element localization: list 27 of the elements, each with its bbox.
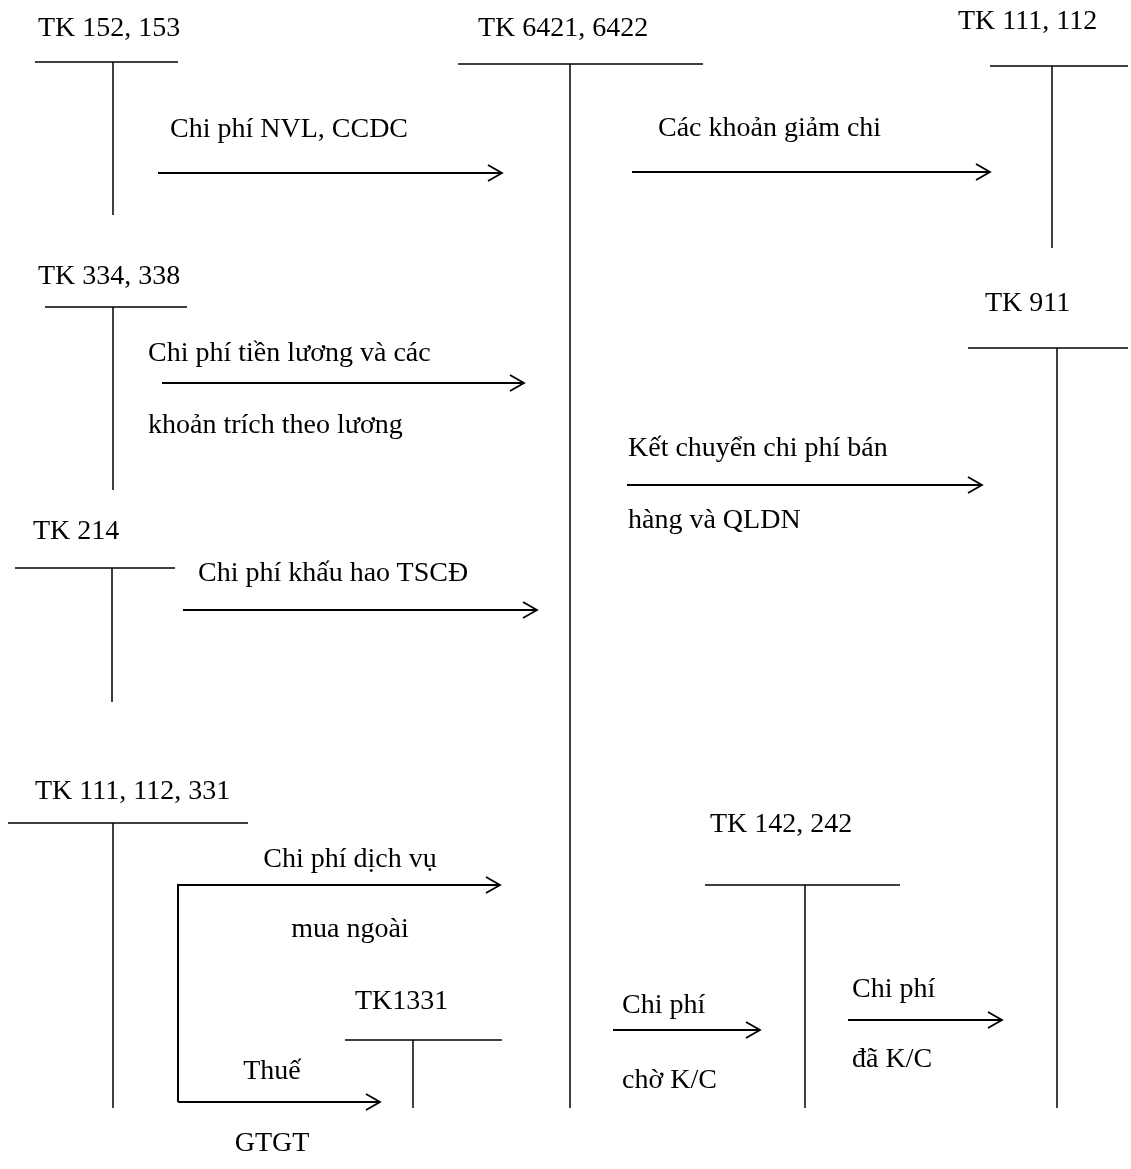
arrow [182,601,538,619]
account-title: TK 142, 242 [710,806,853,840]
edge-label: Chi phí chờ K/C [622,987,718,1096]
account-title: TK 152, 153 [38,10,181,44]
arrow [631,163,991,181]
account-title: TK 334, 338 [38,258,181,292]
edge-label: Chi phí NVL, CCDC [170,111,410,145]
arrow [177,876,501,1103]
arrow [177,1093,381,1111]
edge-label: Kết chuyển chi phí bán hàng và QLDN [628,430,889,536]
edge-label: Thuế GTGT [233,1053,311,1159]
arrow [161,374,525,392]
edge-label: Chi phí tiền lương và các khoản trích theo lương [148,335,432,441]
edge-label: Chi phí khấu hao TSCĐ [198,555,470,589]
account-title: TK 214 [33,513,120,547]
account-title: TK 111, 112, 331 [35,773,231,807]
arrow [847,1011,1003,1029]
arrow [626,476,983,494]
arrow [612,1021,761,1039]
edge-label: Các khoản giảm chi [658,110,883,144]
account-title: TK1331 [355,983,449,1017]
account-title: TK 6421, 6422 [478,10,649,44]
edge-label: Chi phí dịch vụ mua ngoài [262,841,438,945]
arrow [157,164,503,182]
account-title: TK 111, 112 [958,3,1098,37]
edge-label: Chi phí đã K/C [852,971,937,1075]
account-title: TK 911 [985,285,1071,319]
